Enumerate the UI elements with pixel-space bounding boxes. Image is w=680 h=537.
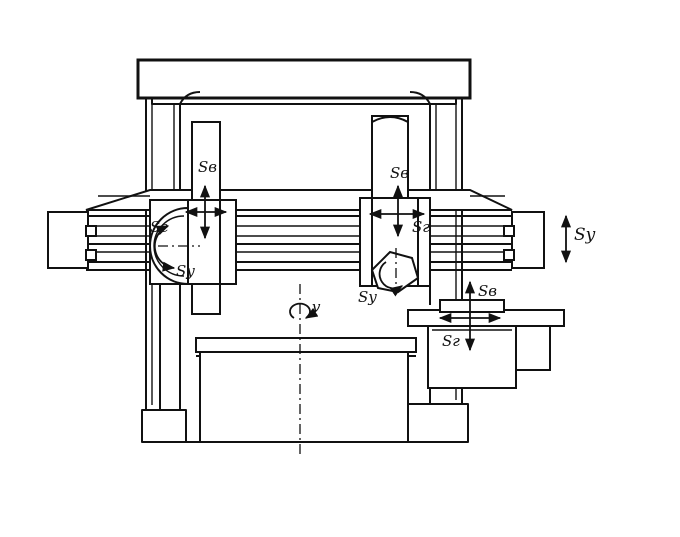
- label-sg-lower: Sг: [442, 332, 460, 350]
- label-sg-center: Sг: [412, 218, 430, 236]
- arrows-left-head: [153, 184, 228, 272]
- label-sv-center: Sв: [390, 164, 409, 182]
- label-v-rotation: v: [312, 298, 321, 316]
- rotation-arrow: [289, 302, 319, 319]
- arrows-center-head: [368, 184, 426, 297]
- side-tool-head: [407, 299, 565, 389]
- label-sv-left: Sв: [198, 158, 217, 176]
- top-crossbeam: [136, 58, 472, 105]
- arrows-side-head: [438, 280, 502, 352]
- right-motor: [503, 211, 545, 269]
- label-sy-right: Sу: [574, 225, 596, 245]
- center-tool-head: [359, 115, 431, 294]
- left-motor: [47, 211, 97, 269]
- machine-base: [141, 284, 469, 454]
- label-sy-center: Sу: [358, 288, 377, 306]
- label-sg-left: Sг: [150, 218, 168, 236]
- label-sv-lower: Sв: [478, 282, 497, 300]
- label-sy-left: Sу: [176, 262, 195, 280]
- left-column: [145, 91, 201, 410]
